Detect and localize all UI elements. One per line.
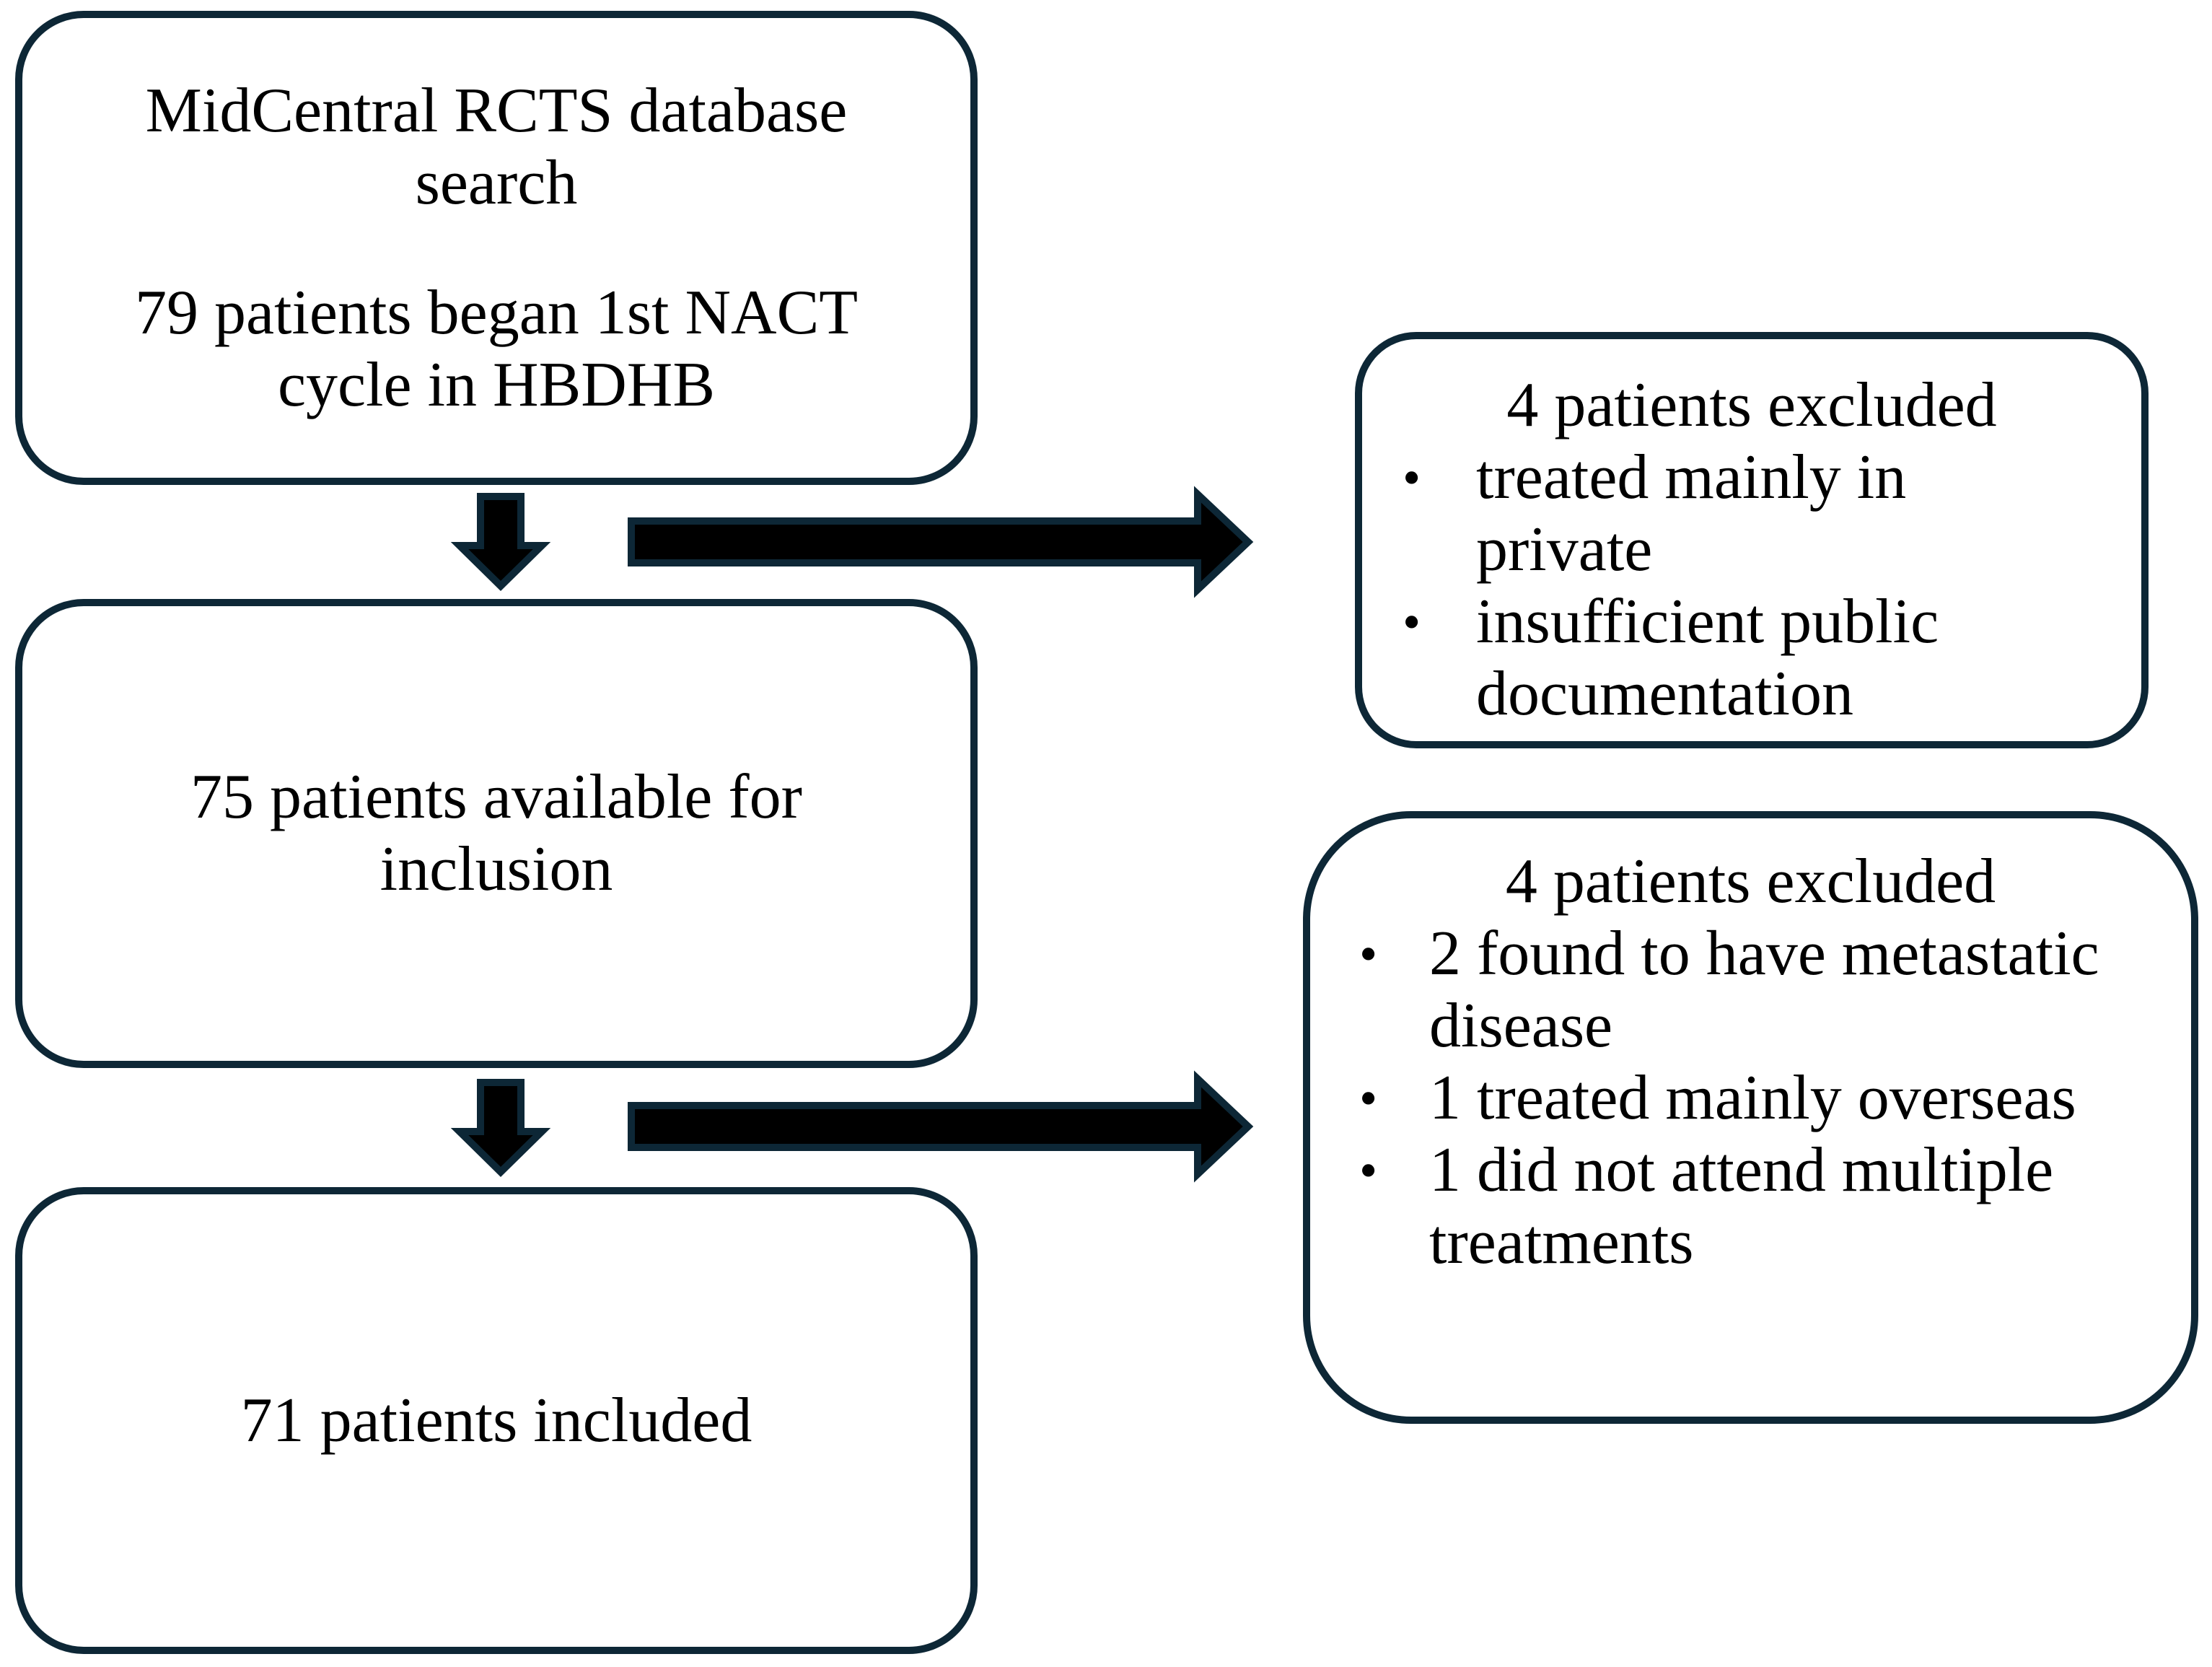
excluded-top-bullet-list: treated mainly in private insufficient p…	[1362, 442, 2141, 730]
box-patients-included: 71 patients included	[15, 1187, 978, 1654]
bullet-item: 2 found to have metastatic disease	[1310, 918, 2191, 1062]
patients-included-text: 71 patients included	[240, 1385, 752, 1456]
down-arrow-1	[450, 493, 551, 592]
box-available-for-inclusion: 75 patients available for inclusion	[15, 599, 978, 1068]
bullet-item: 1 did not attend multiple treatments	[1310, 1134, 2191, 1279]
excluded-top-title: 4 patients excluded	[1506, 370, 1997, 440]
right-arrow-1	[628, 486, 1254, 598]
down-arrow-2	[450, 1079, 551, 1178]
bullet-item: treated mainly in private	[1362, 442, 2141, 586]
right-arrow-2	[628, 1070, 1254, 1183]
excluded-bottom-title: 4 patients excluded	[1505, 846, 1996, 916]
bullet-item: 1 treated mainly overseas	[1310, 1062, 2191, 1134]
available-for-inclusion-text: 75 patients available for inclusion	[190, 762, 802, 904]
box-excluded-top: 4 patients excluded treated mainly in pr…	[1355, 332, 2149, 748]
database-search-paragraph-1: MidCentral RCTS database search	[145, 75, 848, 218]
excluded-bottom-bullet-list: 2 found to have metastatic disease 1 tre…	[1310, 918, 2191, 1279]
database-search-paragraph-2: 79 patients began 1st NACT cycle in HBDH…	[134, 277, 859, 420]
bullet-item: insufficient public documentation	[1362, 586, 2141, 730]
box-database-search: MidCentral RCTS database search 79 patie…	[15, 11, 978, 485]
box-excluded-bottom: 4 patients excluded 2 found to have meta…	[1303, 811, 2198, 1424]
